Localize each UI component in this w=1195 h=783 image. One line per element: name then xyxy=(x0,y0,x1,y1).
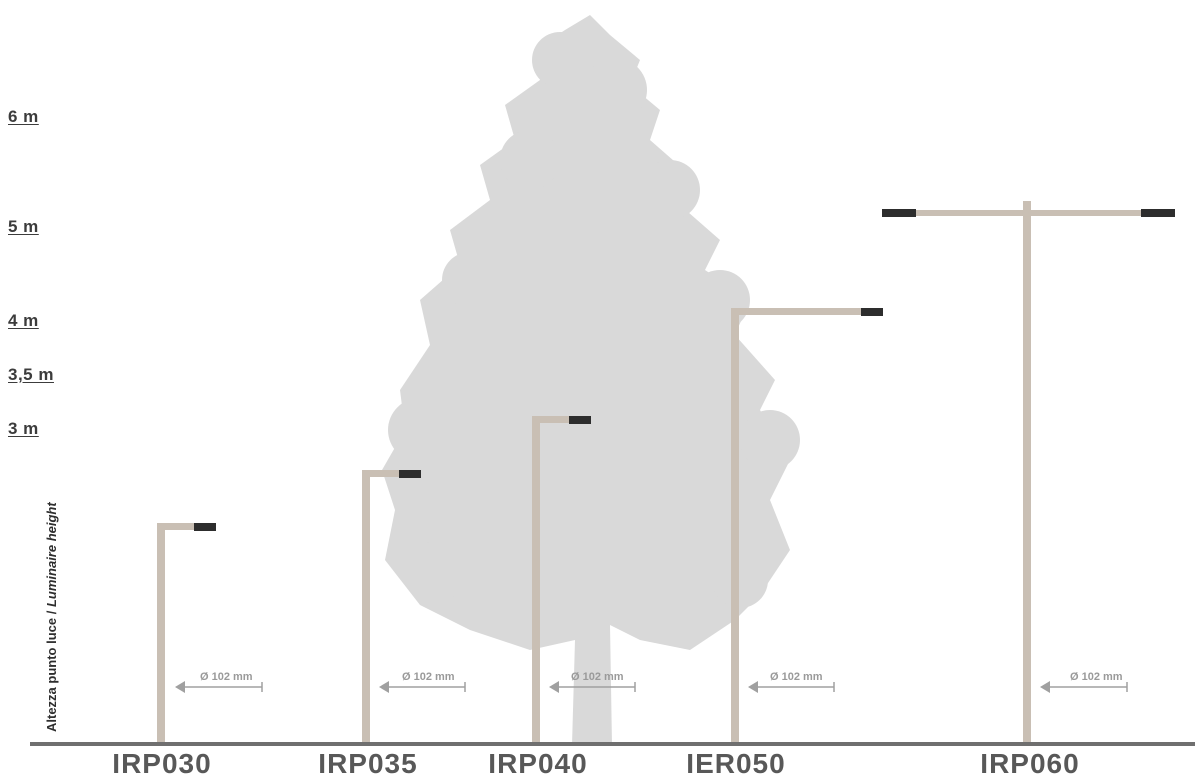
model-label-irp030: IRP030 xyxy=(112,748,212,779)
height-label-3-5m: 3,5 m xyxy=(8,365,54,384)
diameter-label-irp035: Ø 102 mm xyxy=(402,671,455,683)
lamp-head-irp040 xyxy=(569,416,591,424)
y-axis-title-italic-text: Luminaire height xyxy=(44,502,59,608)
lamp-head-right-irp060 xyxy=(1141,209,1175,217)
diameter-label-irp040: Ø 102 mm xyxy=(571,671,624,683)
tree-silhouette xyxy=(382,15,800,745)
diameter-label-ier050: Ø 102 mm xyxy=(770,671,823,683)
height-label-3m: 3 m xyxy=(8,419,39,438)
pole-arm-irp030 xyxy=(157,523,212,530)
pole-arm-irp035 xyxy=(362,470,417,477)
lamp-head-irp030 xyxy=(194,523,216,531)
pole-shaft-ier050 xyxy=(731,308,739,744)
diameter-arrow-head-irp035 xyxy=(379,681,389,693)
model-label-ier050: IER050 xyxy=(686,748,786,779)
pole-arm-irp060 xyxy=(882,210,1174,216)
diameter-arrow-head-irp040 xyxy=(549,681,559,693)
lamp-head-left-irp060 xyxy=(882,209,916,217)
model-label-irp035: IRP035 xyxy=(318,748,418,779)
height-label-6m: 6 m xyxy=(8,107,39,126)
pole-shaft-irp060 xyxy=(1023,201,1031,744)
pole-shaft-irp035 xyxy=(362,470,370,744)
poles-group xyxy=(157,201,1175,744)
lamp-head-irp035 xyxy=(399,470,421,478)
diameter-arrow-head-ier050 xyxy=(748,681,758,693)
diameter-arrow-head-irp030 xyxy=(175,681,185,693)
pole-shaft-irp040 xyxy=(532,416,540,744)
height-label-5m: 5 m xyxy=(8,217,39,236)
diameter-arrow-head-irp060 xyxy=(1040,681,1050,693)
y-axis-title-text: Altezza punto luce / xyxy=(44,607,59,732)
model-label-irp040: IRP040 xyxy=(488,748,588,779)
model-label-irp060: IRP060 xyxy=(980,748,1080,779)
height-label-4m: 4 m xyxy=(8,311,39,330)
y-axis-title: Altezza punto luce / Luminaire height xyxy=(44,502,59,732)
diameter-label-irp060: Ø 102 mm xyxy=(1070,671,1123,683)
pole-shaft-irp030 xyxy=(157,523,165,744)
diameter-label-irp030: Ø 102 mm xyxy=(200,671,253,683)
pole-arm-irp040 xyxy=(532,416,587,423)
pole-arm-ier050 xyxy=(731,308,879,315)
lamp-head-ier050 xyxy=(861,308,883,316)
